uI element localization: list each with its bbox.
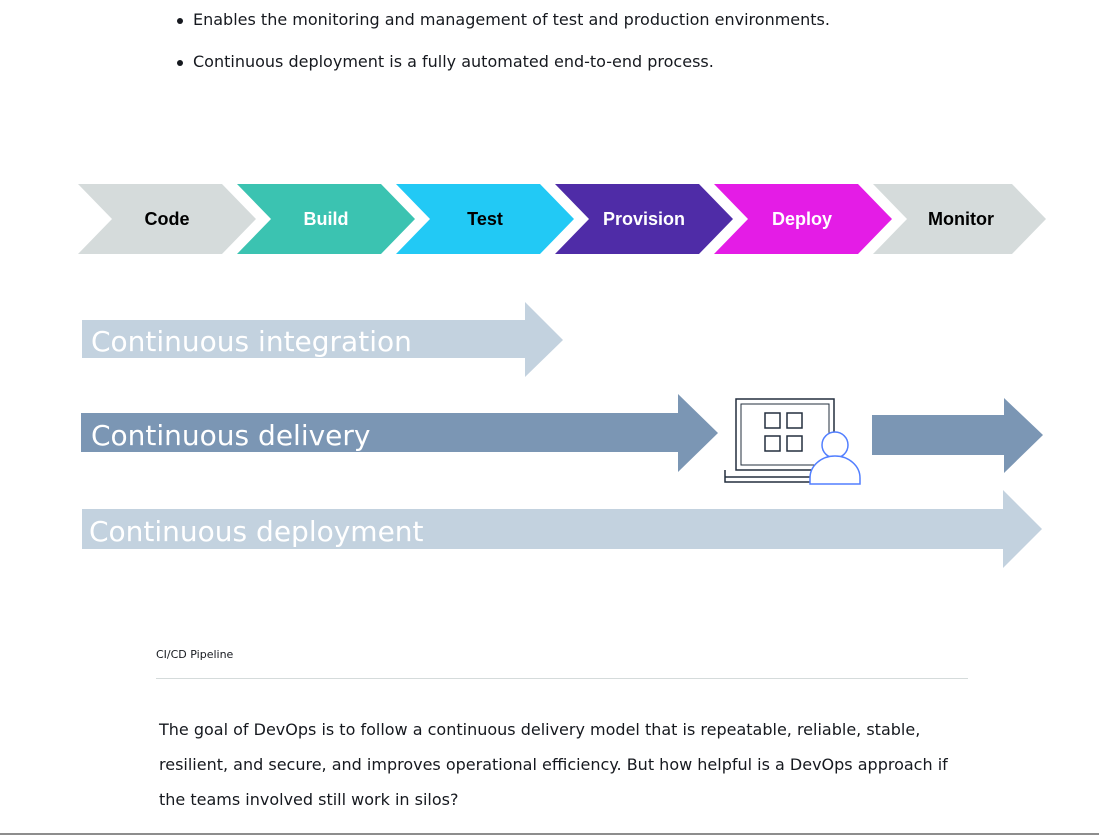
stage-monitor: Monitor <box>873 184 1046 254</box>
cicd-pipeline-figure: Code Build Test Provision Deploy Monitor… <box>78 184 1046 568</box>
continuous-deployment-label: Continuous deployment <box>89 515 424 548</box>
stage-test-chevron <box>396 184 574 254</box>
stage-build: Build <box>237 184 415 254</box>
stage-provision: Provision <box>555 184 733 254</box>
stage-build-label: Build <box>304 209 349 229</box>
stage-monitor-label: Monitor <box>928 209 994 229</box>
continuous-deployment-shape <box>82 490 1042 568</box>
figure-caption: CI/CD Pipeline <box>156 648 234 661</box>
continuous-delivery-label: Continuous delivery <box>91 419 370 452</box>
continuous-integration-label: Continuous integration <box>91 325 412 358</box>
stage-code-chevron <box>78 184 256 254</box>
continuous-integration-shape <box>82 302 563 377</box>
stage-code: Code <box>78 184 256 254</box>
divider <box>156 678 968 679</box>
stage-build-chevron <box>237 184 415 254</box>
stage-provision-chevron <box>555 184 733 254</box>
stage-provision-label: Provision <box>603 209 685 229</box>
laptop-user-icon <box>724 398 861 485</box>
stage-test: Test <box>396 184 574 254</box>
body-paragraph: The goal of DevOps is to follow a contin… <box>159 720 948 809</box>
stage-test-label: Test <box>467 209 503 229</box>
bottom-rule <box>0 833 1099 835</box>
stage-deploy-chevron <box>714 184 892 254</box>
continuous-delivery-arrow: Continuous delivery <box>81 394 718 472</box>
continuous-integration-arrow: Continuous integration <box>82 302 563 377</box>
continuous-delivery-tail-arrow <box>872 398 1043 473</box>
continuous-delivery-shape <box>81 394 718 472</box>
stage-deploy: Deploy <box>714 184 892 254</box>
stage-deploy-label: Deploy <box>772 209 832 229</box>
stage-code-label: Code <box>145 209 190 229</box>
bullet-item: Enables the monitoring and management of… <box>175 10 830 30</box>
stage-monitor-chevron <box>873 184 1046 254</box>
bullet-list: Enables the monitoring and management of… <box>175 10 830 94</box>
continuous-deployment-arrow: Continuous deployment <box>82 490 1042 568</box>
bullet-item: Continuous deployment is a fully automat… <box>175 52 830 72</box>
